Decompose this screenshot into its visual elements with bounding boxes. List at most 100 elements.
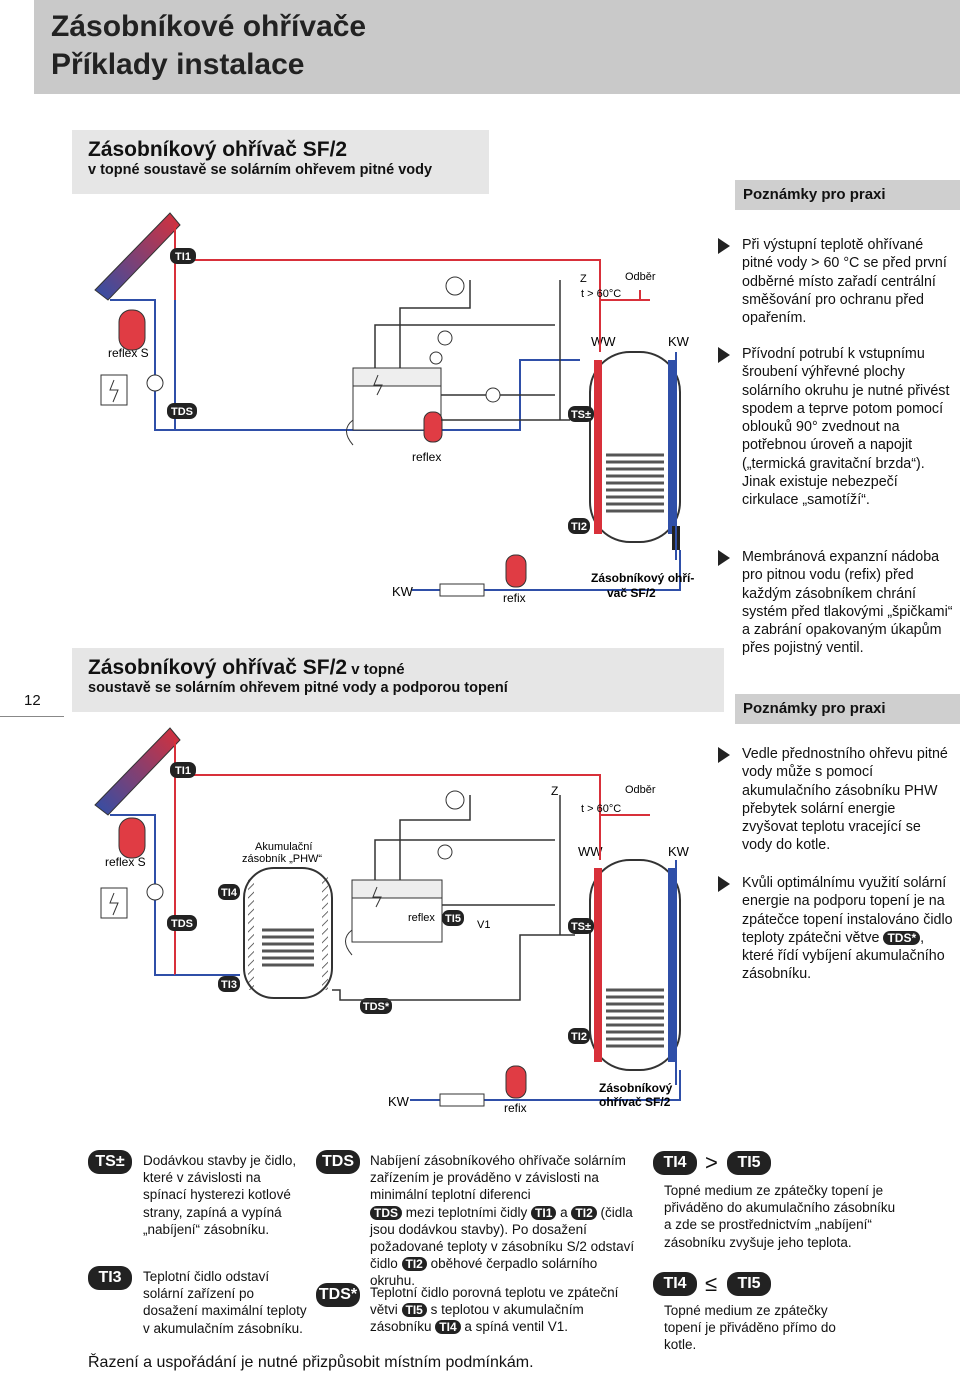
svg-text:t > 60°C: t > 60°C [581,288,621,300]
tds-star-pill: TDS* [883,930,921,945]
pump-icon [437,330,453,346]
ti2-badge [568,1028,590,1044]
svg-text:TI2: TI2 [571,521,587,533]
ti4-badge [218,884,240,900]
svg-text:Akumulační: Akumulační [255,841,312,853]
page-header: Zásobníkové ohřívače Příklady instalace [34,0,960,94]
svg-text:zásobník „PHW“: zásobník „PHW“ [242,853,322,865]
svg-text:TS±: TS± [571,409,591,421]
svg-text:ohřívač SF/2: ohřívač SF/2 [599,1095,671,1109]
ti3-badge [218,976,240,992]
svg-text:KW: KW [392,584,414,599]
solar-collector-icon [94,212,181,301]
less-or-equal-sign: ≤ [705,1271,718,1296]
bullet-arrow-icon [718,347,730,363]
svg-text:t > 60°C: t > 60°C [581,803,621,815]
footer-note: Řazení a uspořádání je nutné přizpůsobit… [88,1354,534,1371]
section1-title: Zásobníkový ohřívač SF/2 [88,138,348,161]
ts-badge [568,406,594,422]
reflex-vessel-icon [423,411,443,443]
filter-icon [439,583,485,597]
ti2-badge [568,518,590,534]
svg-text:reflex: reflex [412,450,441,464]
refix-vessel-icon [505,554,527,588]
diagram-1: TI1 reflex S TDS reflex Z t > 60°C Odběr… [94,212,694,605]
greater-than-sign: > [705,1150,718,1175]
svg-text:TI5: TI5 [445,913,461,925]
refix-vessel-icon [505,1065,527,1099]
svg-text:V1: V1 [477,919,490,931]
ti5-badge-b: TI5 [727,1272,771,1296]
svg-text:Odběr: Odběr [625,784,656,796]
bullet-arrow-icon [718,876,730,892]
svg-text:reflex: reflex [408,912,435,924]
ti1-badge [170,248,196,264]
diagram-2: TI1 reflex S TDS TI4 TI3 Akumulační záso… [94,727,690,1115]
note-4: Vedle přednostního ohřevu pitné vody můž… [718,745,954,855]
ti1-badge [170,762,196,778]
svg-text:Z: Z [580,273,587,285]
svg-text:TI1: TI1 [175,765,191,777]
accumulation-tank-phw [243,867,333,999]
pump-icon [146,374,164,392]
tds-badge [167,403,197,419]
ti3-legend-badge: TI3 [88,1266,132,1290]
svg-text:TI2: TI2 [571,1031,587,1043]
ts-legend-text: Dodávkou stavby je čidlo, které v závisl… [143,1153,297,1237]
pump-icon [485,387,501,403]
svg-text:TS±: TS± [571,921,591,933]
svg-text:TI1: TI1 [175,251,191,263]
ti5-badge-a: TI5 [727,1151,771,1175]
note-3: Membránová expanzní nádoba pro pitnou vo… [718,548,954,658]
section1-title-box: Zásobníkový ohřívač SF/2 v topné soustav… [72,130,489,194]
page-number: 12 [24,692,41,709]
svg-text:reflex S: reflex S [108,346,149,360]
tds-star-legend-badge: TDS* [316,1283,360,1307]
tds-badge [167,915,197,931]
heat-coil-icon [262,928,314,967]
notes-header-1: Poznámky pro praxi [735,180,960,210]
tank-sf2 [589,351,681,543]
bullet-arrow-icon [718,747,730,763]
svg-text:vač SF/2: vač SF/2 [607,586,656,600]
svg-text:refix: refix [504,1101,527,1115]
ti4-badge-a: TI4 [653,1151,697,1175]
le-legend-text: Topné medium ze zpátečky topení je přivá… [664,1303,836,1353]
svg-text:Z: Z [551,784,558,798]
bullet-arrow-icon [718,550,730,566]
page-title: Zásobníkové ohřívače [51,10,367,43]
pump-icon [146,883,164,901]
svg-text:TDS: TDS [171,406,193,418]
svg-text:WW: WW [591,334,616,349]
svg-text:KW: KW [668,844,690,859]
tds-legend-badge: TDS [316,1150,360,1174]
svg-text:TI3: TI3 [221,979,237,991]
note-1: Při výstupní teplotě ohřívané pitné vody… [718,236,954,327]
solar-collector-icon [94,727,181,816]
ts-legend-badge: TS± [88,1150,132,1174]
svg-text:KW: KW [668,334,690,349]
tds-star-badge [360,998,392,1014]
expansion-vessel-icon [118,309,146,351]
svg-text:TI4: TI4 [221,887,238,899]
svg-text:refix: refix [503,591,526,605]
notes-header-2: Poznámky pro praxi [735,694,960,724]
gt-legend-text: Topné medium ze zpátečky topení je přivá… [664,1183,896,1250]
page-number-rule [0,716,64,717]
svg-text:TDS: TDS [171,918,193,930]
section2-subtitle: soustavě se solárním ohřevem pitné vody … [88,680,508,696]
svg-text:Odběr: Odběr [625,271,656,283]
section2-title: Zásobníkový ohřívač SF/2 v topné [88,656,405,679]
section1-subtitle: v topné soustavě se solárním ohřevem pit… [88,162,433,178]
svg-text:Zásobníkový: Zásobníkový [599,1081,673,1095]
heat-coil-icon [606,988,664,1048]
svg-text:Zásobníkový ohří-: Zásobníkový ohří- [591,571,694,585]
pump-icon [437,844,453,860]
svg-text:KW: KW [388,1094,410,1109]
tds-star-legend-text: Teplotní čidlo porovná teplotu ve zpáteč… [370,1285,619,1335]
svg-text:TDS*: TDS* [363,1001,390,1013]
ts-badge [568,918,594,934]
heat-coil-icon [606,453,664,513]
note-2: Přívodní potrubí k vstupnímu šroubení vý… [718,345,954,510]
